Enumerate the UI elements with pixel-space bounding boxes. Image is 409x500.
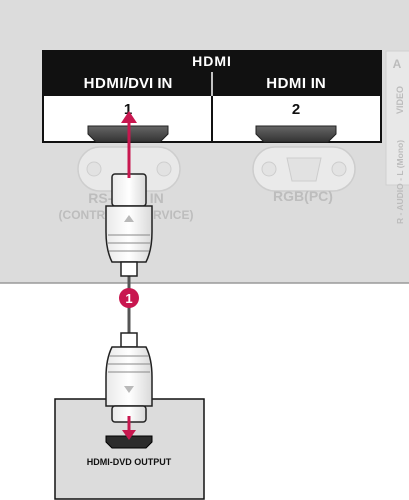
port-2-label: HDMI IN	[266, 75, 326, 92]
step-1-callout: 1	[119, 288, 139, 308]
side-panel-letter: A	[393, 57, 402, 71]
port-1-suffix: /DVI IN	[124, 75, 172, 92]
hdmi-group-title: HDMI	[192, 53, 232, 69]
hdmi-port-group: HDMI HDMI/DVI IN HDMI IN 1 2	[42, 50, 382, 143]
rgb-pc-label: RGB(PC)	[273, 188, 333, 204]
plug-up-triangle	[124, 215, 134, 222]
port-1-brand: HDMI	[84, 75, 124, 92]
port-2-suffix: IN	[307, 75, 326, 92]
av-side-panel-box	[385, 50, 409, 186]
hdmi-plug-upper	[105, 173, 153, 277]
port-1-label: HDMI/DVI IN	[84, 75, 173, 92]
step-1-badge	[119, 288, 139, 308]
av-side-panel: A VIDEO R - AUDIO - L (Mono)	[385, 50, 409, 224]
port-2-brand: HDMI	[266, 75, 306, 92]
insert-arrow-down-icon	[122, 416, 136, 440]
dvd-output-label: HDMI-DVD OUTPUT	[87, 457, 172, 467]
step-1-number: 1	[125, 291, 132, 306]
rgb-pc-connector	[252, 146, 356, 192]
port-1-number: 1	[124, 101, 132, 118]
video-label: VIDEO	[395, 86, 405, 114]
plug-down-triangle	[124, 386, 134, 393]
dvd-hdmi-output-socket	[105, 435, 153, 449]
hdmi-port-2-socket	[255, 125, 337, 143]
audio-label: R - AUDIO - L (Mono)	[395, 140, 405, 224]
hdmi-plug-lower	[105, 332, 153, 423]
insert-arrow-up-icon	[121, 111, 137, 178]
port-2-number: 2	[292, 101, 300, 118]
